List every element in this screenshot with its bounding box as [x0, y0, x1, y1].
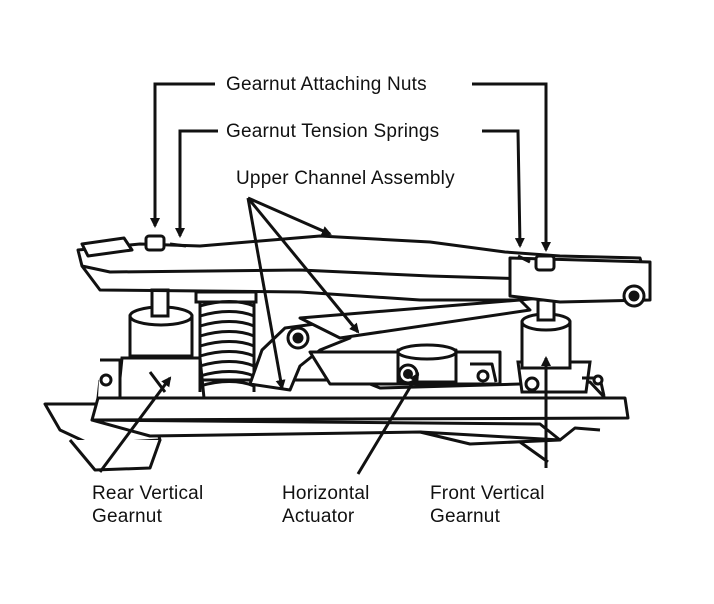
label-front-vertical-line-1: Front Vertical: [430, 483, 545, 504]
label-horizontal-actuator: Horizontal Actuator: [282, 482, 370, 528]
rear-vertical-gearnut: [98, 288, 206, 400]
label-gearnut-attaching-nuts: Gearnut Attaching Nuts: [226, 74, 427, 95]
lower-track: [43, 378, 630, 472]
label-front-vertical-gearnut: Front Vertical Gearnut: [430, 482, 545, 528]
front-vertical-gearnut: [516, 298, 606, 397]
label-upper-channel-assembly: Upper Channel Assembly: [236, 168, 455, 189]
label-horizontal-line-1: Horizontal: [282, 483, 370, 504]
label-rear-vertical-line-1: Rear Vertical: [92, 483, 204, 504]
label-horizontal-line-2: Actuator: [282, 506, 355, 527]
label-rear-vertical-line-2: Gearnut: [92, 506, 163, 527]
tension-spring: [194, 290, 258, 392]
label-front-vertical-line-2: Gearnut: [430, 506, 501, 527]
label-rear-vertical-gearnut: Rear Vertical Gearnut: [92, 482, 203, 528]
label-gearnut-tension-springs: Gearnut Tension Springs: [226, 121, 440, 142]
leader-lines: [98, 82, 551, 475]
